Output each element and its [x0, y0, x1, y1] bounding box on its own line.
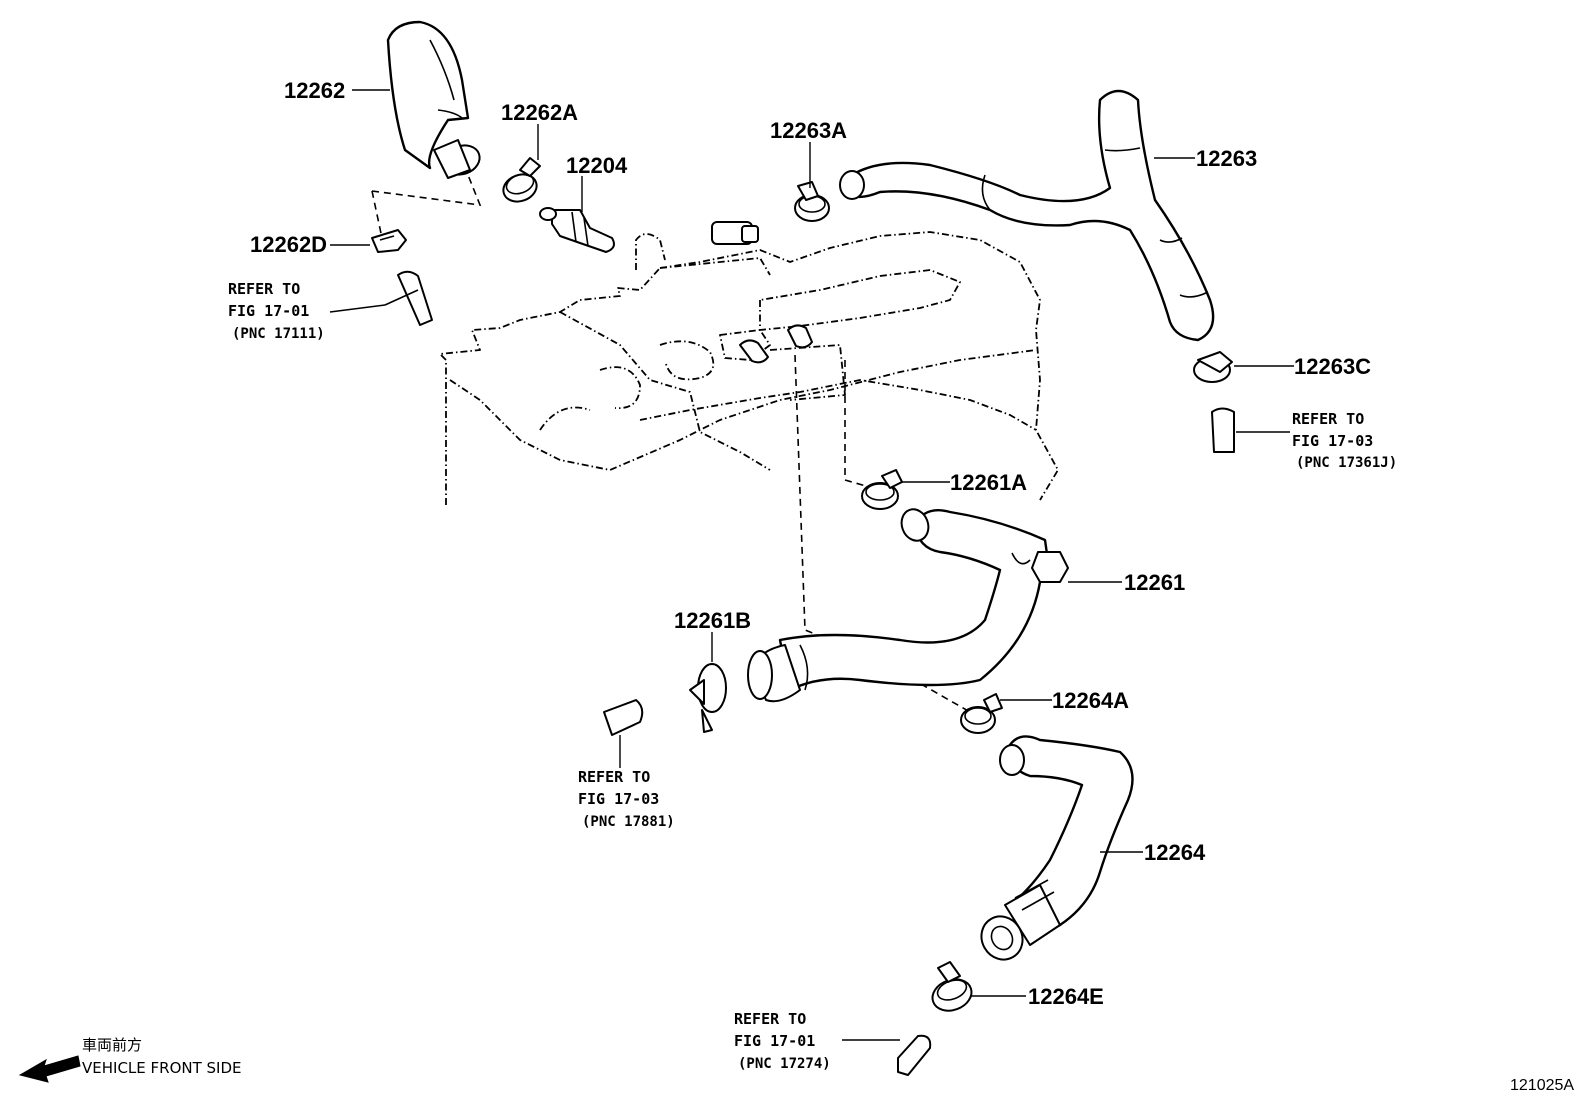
clamp-12262A[interactable]: [500, 157, 541, 206]
hose-12261[interactable]: [747, 506, 1069, 703]
clamp-12263A[interactable]: [794, 181, 830, 222]
label-12264A[interactable]: 12264A: [1052, 688, 1129, 713]
ref-pipe-17111: [384, 270, 433, 326]
ref-pnc: (PNC 17361J): [1296, 455, 1397, 471]
label-12262A[interactable]: 12262A: [501, 100, 578, 125]
connection-lines: [371, 174, 971, 713]
legend-japanese: 車両前方: [82, 1036, 142, 1054]
ref-line2: FIG 17-03: [578, 790, 659, 808]
label-12262[interactable]: 12262: [284, 78, 345, 103]
label-12263A[interactable]: 12263A: [770, 118, 847, 143]
clamp-12262D[interactable]: [371, 229, 407, 253]
ref-line2: FIG 17-03: [1292, 432, 1373, 450]
ref-pipe-17881: [603, 699, 644, 736]
ref-pnc: (PNC 17274): [738, 1056, 831, 1072]
legend-english: VEHICLE FRONT SIDE: [82, 1059, 242, 1077]
front-arrow-icon: [18, 1055, 81, 1083]
reference-note-17881[interactable]: REFER TO FIG 17-03 (PNC 17881): [578, 768, 675, 830]
ref-line1: REFER TO: [1292, 410, 1364, 428]
label-12264[interactable]: 12264: [1144, 840, 1206, 865]
sensor-12204[interactable]: [539, 207, 615, 253]
ref-pnc: (PNC 17881): [582, 814, 675, 830]
label-12262D[interactable]: 12262D: [250, 232, 327, 257]
clamp-12263C[interactable]: [1193, 351, 1233, 383]
label-12263C[interactable]: 12263C: [1294, 354, 1371, 379]
diagram-id: 121025A: [1510, 1077, 1574, 1094]
ref-pipe-17274: [897, 1034, 932, 1076]
clamp-12261A[interactable]: [861, 469, 903, 510]
label-12261[interactable]: 12261: [1124, 570, 1185, 595]
engine-outline: [439, 231, 1059, 505]
hose-12264[interactable]: [974, 735, 1134, 967]
ref-line1: REFER TO: [228, 280, 300, 298]
label-12263[interactable]: 12263: [1196, 146, 1257, 171]
ref-pipe-17361J: [1211, 407, 1235, 453]
ref-pnc: (PNC 17111): [232, 326, 325, 342]
vehicle-front-legend: 車両前方 VEHICLE FRONT SIDE: [18, 1036, 242, 1083]
hose-12262[interactable]: [386, 20, 484, 179]
label-12261B[interactable]: 12261B: [674, 608, 751, 633]
label-12261A[interactable]: 12261A: [950, 470, 1027, 495]
ref-line1: REFER TO: [734, 1010, 806, 1028]
clamp-12261B[interactable]: [689, 663, 727, 733]
ref-line2: FIG 17-01: [734, 1032, 815, 1050]
hose-12263[interactable]: [839, 89, 1215, 342]
clamp-12264E[interactable]: [928, 961, 976, 1016]
label-12204[interactable]: 12204: [566, 153, 628, 178]
label-12264E[interactable]: 12264E: [1028, 984, 1104, 1009]
reference-note-17111[interactable]: REFER TO FIG 17-01 (PNC 17111): [228, 280, 325, 342]
reference-note-17361J[interactable]: REFER TO FIG 17-03 (PNC 17361J): [1292, 410, 1397, 471]
clamp-12264A[interactable]: [960, 693, 1003, 734]
reference-note-17274[interactable]: REFER TO FIG 17-01 (PNC 17274): [734, 1010, 831, 1072]
leader-lines: [329, 89, 1294, 1041]
part-number-labels: 12262 12262A 12204 12263A 12263 12262D 1…: [250, 78, 1371, 1009]
ref-line2: FIG 17-01: [228, 302, 309, 320]
engine-fittings: [711, 221, 813, 364]
ref-line1: REFER TO: [578, 768, 650, 786]
